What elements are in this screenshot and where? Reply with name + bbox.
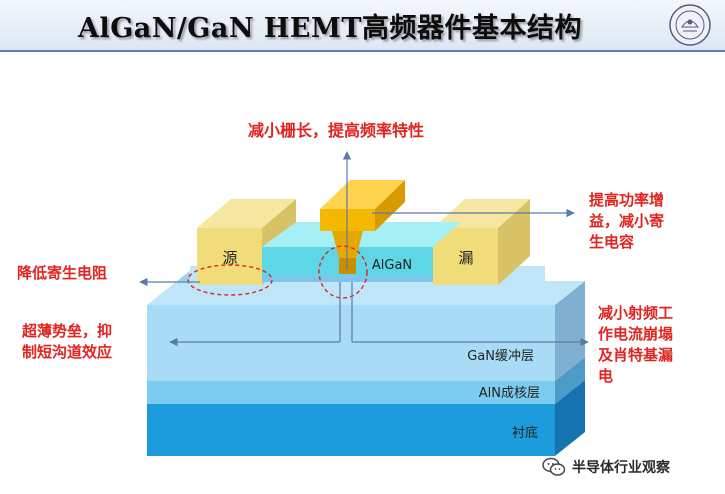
source-contact-front: [197, 228, 262, 285]
current-collapse-annotation: 减小射频工 作电流崩塌 及肖特基漏 电: [598, 303, 720, 387]
footer-watermark: 半导体行业观察: [542, 455, 722, 479]
parasitic-resistance-annotation: 降低寄生电阻: [17, 264, 108, 282]
annotation-line: 电: [598, 367, 614, 385]
source-contact-top: [197, 199, 296, 228]
annotation-line: 制短沟道效应: [22, 343, 113, 361]
buffer-front: [147, 305, 555, 381]
title-bar: AlGaN/GaN HEMT高频器件基本结构: [0, 0, 725, 52]
footer-text: 半导体行业观察: [572, 460, 670, 476]
nucleation-side: [555, 357, 585, 404]
annotation-line: 减小射频工: [598, 304, 674, 322]
wechat-icon: [542, 457, 566, 476]
drain-contact-front: [433, 228, 498, 285]
gate-head-side: [375, 180, 405, 231]
annotation-line: 提高功率增: [589, 191, 665, 209]
power-gain-annotation: 提高功率增 益，减小寄 生电容: [589, 190, 714, 253]
buffer-label: GaN缓冲层: [467, 349, 534, 364]
thin-barrier-annotation: 超薄势垒，抑 制短沟道效应: [22, 321, 112, 363]
annotation-line: 益，减小寄: [589, 212, 665, 230]
annotation-line: 作电流崩塌: [598, 325, 674, 343]
annotation-line: 超薄势垒，抑: [22, 322, 113, 340]
buffer-step-face: [177, 266, 190, 281]
gate-foot-ellipse: [318, 245, 368, 299]
nucleation-label: AlN成核层: [479, 386, 540, 401]
annotation-line: 生电容: [589, 233, 635, 251]
drain-contact-side: [498, 199, 530, 285]
source-label: 源: [222, 249, 237, 267]
nucleation-front: [147, 381, 555, 404]
substrate-front: [147, 404, 555, 456]
gate-head-top: [320, 180, 405, 209]
gate-length-annotation: 减小栅长，提高频率特性: [248, 121, 425, 140]
buffer-side: [555, 281, 585, 381]
university-seal-icon: [669, 4, 711, 46]
barrier-label: AlGaN: [372, 258, 412, 273]
drain-label: 漏: [458, 249, 473, 267]
annotation-line: 及肖特基漏: [598, 346, 674, 364]
page-title: AlGaN/GaN HEMT高频器件基本结构: [77, 13, 582, 44]
substrate-side: [555, 380, 585, 456]
substrate-label: 衬底: [512, 425, 538, 441]
channel-region: [262, 276, 433, 282]
parasitic-resistance-ellipse: [187, 264, 273, 296]
